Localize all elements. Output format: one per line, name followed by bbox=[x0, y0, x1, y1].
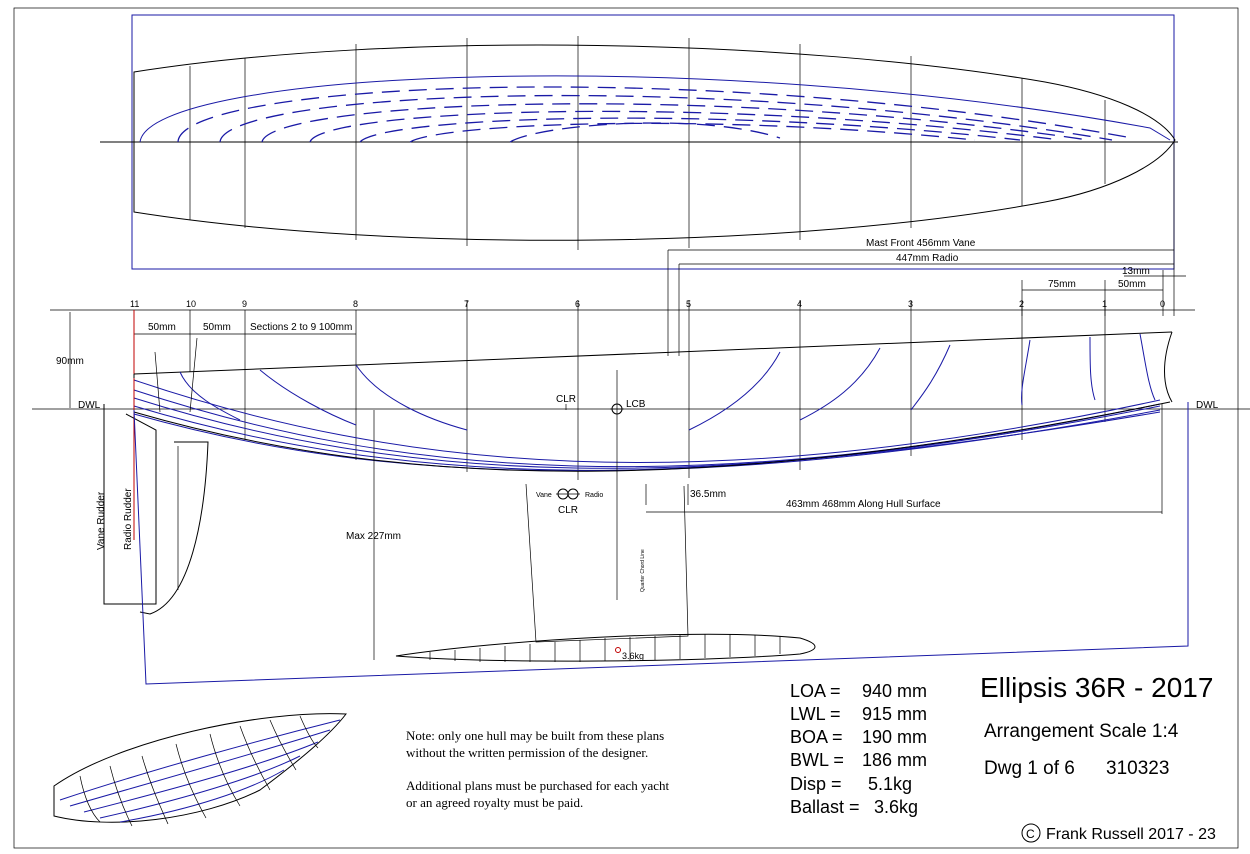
station-labels: 11 10 9 8 7 6 5 4 3 2 1 0 bbox=[130, 299, 1165, 309]
notes-block: Note: only one hull may be built from th… bbox=[406, 728, 670, 810]
dim-90-label: 90mm bbox=[56, 356, 84, 367]
mast-dimensions: Mast Front 456mm Vane 447mm Radio 13mm 7… bbox=[667, 142, 1186, 356]
plan-stations bbox=[189, 36, 1106, 250]
station-label: 1 bbox=[1102, 299, 1107, 309]
hull-sections bbox=[133, 333, 1161, 472]
sheet-border bbox=[13, 7, 1239, 849]
note-line: Additional plans must be purchased for e… bbox=[406, 778, 670, 793]
station-label: 0 bbox=[1160, 299, 1165, 309]
vane-rudder bbox=[103, 404, 157, 605]
keel-profile bbox=[133, 401, 1171, 472]
spec-label: BWL = bbox=[790, 750, 844, 770]
station-label: 3 bbox=[908, 299, 913, 309]
dim-50-right-label: 50mm bbox=[1118, 279, 1146, 290]
dim-75-label: 75mm bbox=[1048, 279, 1076, 290]
drawing-title: Ellipsis 36R - 2017 bbox=[980, 672, 1213, 703]
radio-rudder-label: Radio Rudder bbox=[123, 488, 134, 550]
sheer-line bbox=[133, 331, 1173, 375]
section-dimensions: 50mm 50mm Sections 2 to 9 100mm 90mm bbox=[56, 312, 356, 408]
station-label: 10 bbox=[186, 299, 196, 309]
lcb-marker: LCB bbox=[610, 370, 646, 600]
bulb-stations bbox=[429, 634, 781, 662]
bow-profile bbox=[1164, 331, 1173, 403]
note-line: or an agreed royalty must be paid. bbox=[406, 795, 583, 810]
station-label: 6 bbox=[575, 299, 580, 309]
vane-rudder-label: Vane Rudder bbox=[96, 491, 107, 550]
note-line: without the written permission of the de… bbox=[406, 745, 648, 760]
station-label: 9 bbox=[242, 299, 247, 309]
spec-label: LWL = bbox=[790, 704, 841, 724]
ballast-bulb bbox=[395, 633, 816, 662]
dim-50-a-label: 50mm bbox=[148, 322, 176, 333]
spec-label: BOA = bbox=[790, 727, 843, 747]
title-block: Ellipsis 36R - 2017 Arrangement Scale 1:… bbox=[980, 672, 1216, 843]
along-hull-label: 463mm 468mm Along Hull Surface bbox=[786, 499, 941, 510]
spec-value: 186 mm bbox=[862, 750, 927, 770]
clr-keel-marker: Vane Radio CLR bbox=[536, 488, 603, 516]
sections-label: Sections 2 to 9 100mm bbox=[250, 322, 352, 333]
profile-stations bbox=[133, 300, 1106, 480]
quarter-chord-label: Quarter Chord Line bbox=[640, 549, 646, 592]
profile-frame bbox=[133, 402, 1189, 685]
spec-label: LOA = bbox=[790, 681, 841, 701]
dwl-right-label: DWL bbox=[1196, 400, 1219, 411]
dwl-left-label: DWL bbox=[78, 400, 101, 411]
copyright-symbol: C bbox=[1026, 827, 1035, 841]
station-label: 2 bbox=[1019, 299, 1024, 309]
spec-label: Disp = bbox=[790, 774, 842, 794]
station-label: 11 bbox=[130, 299, 139, 309]
spec-value: 190 mm bbox=[862, 727, 927, 747]
spec-value: 915 mm bbox=[862, 704, 927, 724]
copyright-text: Frank Russell 2017 - 23 bbox=[1046, 826, 1216, 843]
dim-50-b-label: 50mm bbox=[203, 322, 231, 333]
mast-front-label: Mast Front 456mm Vane bbox=[866, 238, 976, 249]
station-label: 5 bbox=[686, 299, 691, 309]
radio-small-label: Radio bbox=[585, 492, 603, 499]
note-line: Note: only one hull may be built from th… bbox=[406, 728, 664, 743]
dim-36-label: 36.5mm bbox=[690, 489, 726, 500]
clr-top-label: CLR bbox=[556, 394, 576, 405]
keel-fin bbox=[525, 483, 689, 643]
station-label: 4 bbox=[797, 299, 802, 309]
dim-13-label: 13mm bbox=[1122, 266, 1150, 277]
station-label: 8 bbox=[353, 299, 358, 309]
bulb-weight-label: 3.6kg bbox=[622, 651, 644, 661]
profile-view: 11 10 9 8 7 6 5 4 3 2 1 0 50mm 50mm Sect… bbox=[32, 299, 1250, 685]
spec-value: 3.6kg bbox=[874, 797, 918, 817]
spec-value: 5.1kg bbox=[868, 774, 912, 794]
spec-value: 940 mm bbox=[862, 681, 927, 701]
station-label: 7 bbox=[464, 299, 469, 309]
perspective-hull bbox=[53, 713, 347, 827]
radio-rudder bbox=[139, 441, 209, 615]
plan-waterlines bbox=[139, 75, 1171, 143]
clr-bottom-label: CLR bbox=[558, 505, 578, 516]
plan-view bbox=[100, 14, 1178, 270]
drawing-number: Dwg 1 of 6 bbox=[984, 758, 1075, 779]
drawing-subtitle: Arrangement Scale 1:4 bbox=[984, 721, 1179, 742]
plan-deck-outline bbox=[133, 44, 1176, 241]
max-227-label: Max 227mm bbox=[346, 531, 401, 542]
lcb-label: LCB bbox=[626, 399, 646, 410]
spec-label: Ballast = bbox=[790, 797, 860, 817]
copyright-icon bbox=[1021, 823, 1041, 843]
radio-447-label: 447mm Radio bbox=[896, 253, 959, 264]
specs-block: LOA = 940 mm LWL = 915 mm BOA = 190 mm B… bbox=[790, 681, 927, 817]
drawing-code: 310323 bbox=[1106, 758, 1169, 779]
vane-small-label: Vane bbox=[536, 492, 552, 499]
